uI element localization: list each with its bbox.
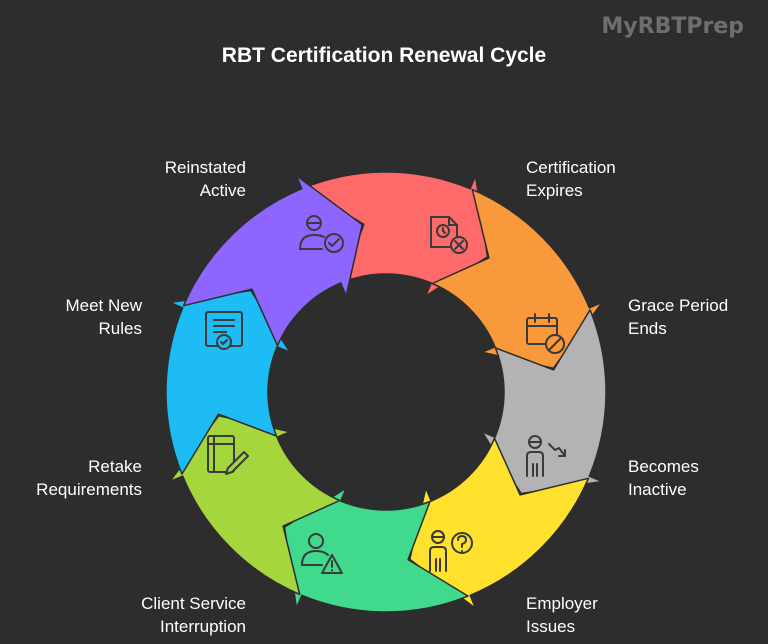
expired-document-icon: [430, 216, 468, 254]
calendar-blocked-icon: [526, 313, 565, 354]
icon-group: [205, 215, 566, 574]
user-check-icon: [299, 215, 344, 253]
page-title: RBT Certification Renewal Cycle: [221, 44, 547, 67]
person-declining-icon: [526, 435, 566, 477]
brand-logo: MyRBTPrep: [601, 14, 744, 39]
certificate-check-icon: [205, 311, 243, 350]
notebook-pen-icon: [207, 435, 249, 475]
user-warning-icon: [301, 533, 343, 574]
person-question-icon: [429, 530, 473, 572]
segment-group: [165, 171, 607, 613]
cycle-segment: [182, 175, 363, 347]
